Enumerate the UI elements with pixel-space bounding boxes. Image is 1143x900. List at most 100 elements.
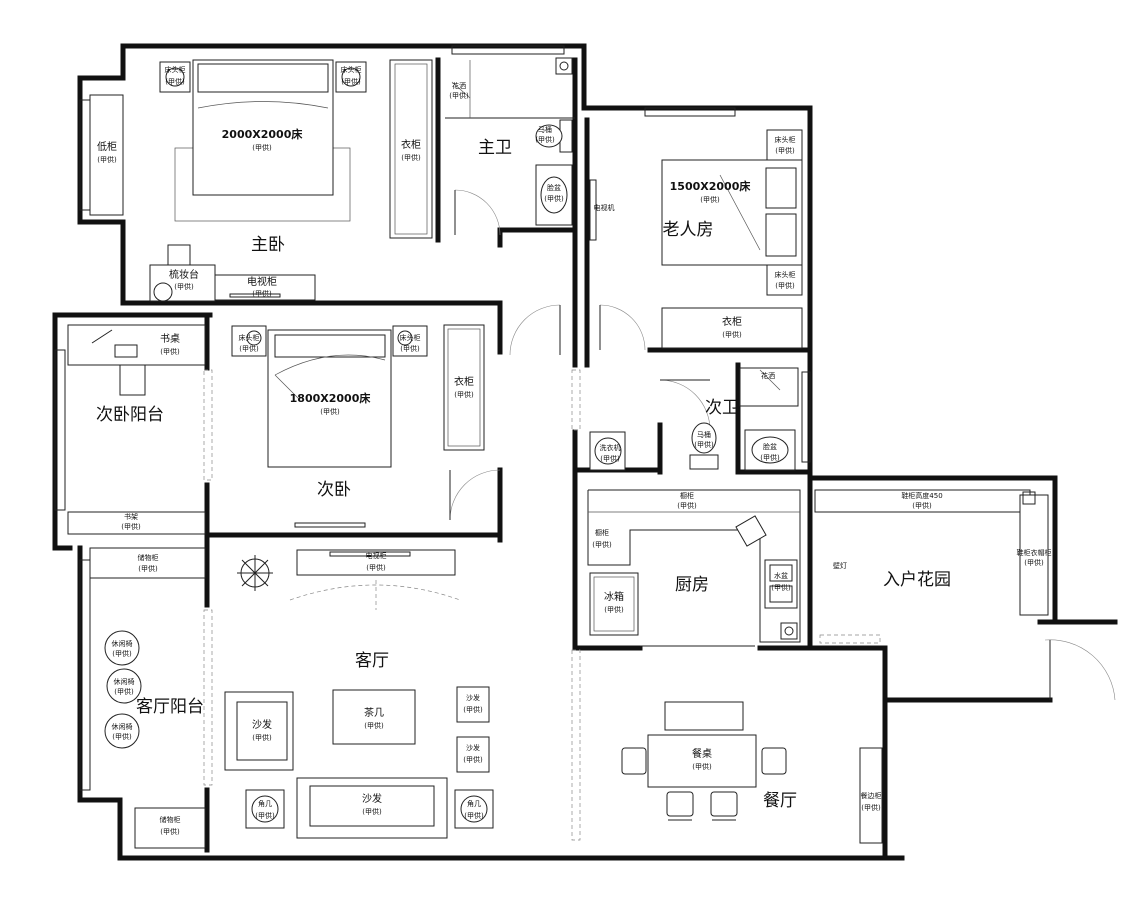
svg-text:(甲供): (甲供) — [239, 344, 259, 353]
svg-text:(甲供): (甲供) — [592, 540, 612, 549]
svg-text:(甲供): (甲供) — [771, 583, 791, 592]
chair — [710, 791, 738, 817]
lounge-chair — [106, 668, 142, 704]
svg-text:(甲供): (甲供) — [463, 755, 483, 764]
svg-text:休闲椅: 休闲椅 — [112, 639, 133, 648]
svg-text:书架: 书架 — [124, 512, 138, 521]
svg-text:洗衣机: 洗衣机 — [600, 443, 621, 452]
room-label: 老人房 — [663, 220, 714, 240]
sideboard — [859, 747, 883, 844]
room-label: 次卫 — [705, 398, 739, 418]
toilet — [689, 454, 719, 470]
svg-text:低柜: 低柜 — [97, 140, 117, 153]
living-balcony: 储物柜 (甲供) 休闲椅 (甲供) 休闲椅 (甲供) 休闲椅 (甲供) 客厅阳台… — [89, 547, 206, 849]
svg-text:(甲供): (甲供) — [775, 146, 795, 155]
svg-text:(甲供): (甲供) — [544, 194, 564, 203]
svg-text:衣柜: 衣柜 — [722, 315, 742, 328]
low-cabinet — [89, 94, 124, 216]
svg-text:(甲供): (甲供) — [1024, 558, 1044, 567]
walls — [52, 43, 1118, 861]
svg-text:(甲供): (甲供) — [112, 732, 132, 741]
dining-room: 餐桌 (甲供) 餐厅 餐边柜 (甲供) — [621, 701, 883, 844]
svg-text:休闲椅: 休闲椅 — [114, 677, 135, 686]
master-bedroom: 低柜 (甲供) 2000X2000床 (甲供) 床头柜 (甲供) 床头柜 (甲供… — [89, 59, 433, 302]
svg-text:(甲供): (甲供) — [366, 563, 386, 572]
svg-text:(甲供): (甲供) — [252, 143, 272, 152]
svg-text:床头柜: 床头柜 — [239, 333, 260, 342]
svg-text:(甲供): (甲供) — [364, 721, 384, 730]
doors — [449, 189, 1116, 701]
svg-text:(甲供): (甲供) — [760, 453, 780, 462]
svg-text:1500X2000床: 1500X2000床 — [670, 179, 752, 193]
svg-text:(甲供): (甲供) — [160, 347, 180, 356]
nightstand — [159, 61, 191, 93]
partition-hatching — [203, 369, 881, 841]
lounge-chair — [104, 630, 140, 666]
svg-text:(甲供): (甲供) — [454, 390, 474, 399]
svg-text:(甲供): (甲供) — [97, 155, 117, 164]
svg-text:马桶: 马桶 — [697, 430, 711, 439]
svg-text:休闲椅: 休闲椅 — [112, 722, 133, 731]
washbasin — [535, 164, 573, 226]
svg-text:餐桌: 餐桌 — [692, 747, 712, 760]
chair — [621, 747, 647, 775]
svg-text:花洒: 花洒 — [452, 81, 466, 90]
svg-text:床头柜: 床头柜 — [341, 65, 362, 74]
room-label: 客厅 — [355, 651, 389, 671]
svg-text:沙发: 沙发 — [466, 743, 480, 752]
nightstand — [335, 61, 367, 93]
svg-text:(甲供): (甲供) — [775, 281, 795, 290]
bed-second — [267, 329, 392, 468]
svg-text:(甲供): (甲供) — [114, 687, 134, 696]
dining-table — [647, 734, 757, 788]
svg-text:衣柜: 衣柜 — [401, 138, 421, 151]
svg-text:衣柜: 衣柜 — [454, 375, 474, 388]
second-bath: 洗衣机 (甲供) 马桶 (甲供) 花洒 脸盆 (甲供) 次卫 — [589, 367, 799, 471]
svg-text:(甲供): (甲供) — [464, 811, 484, 820]
second-balcony: 书桌 (甲供) 次卧阳台 书架 (甲供) — [67, 324, 206, 535]
svg-text:壁灯: 壁灯 — [833, 561, 847, 570]
svg-text:鞋柜衣帽柜: 鞋柜衣帽柜 — [1017, 548, 1052, 557]
svg-text:(甲供): (甲供) — [362, 807, 382, 816]
bed-elder — [661, 159, 803, 266]
svg-text:沙发: 沙发 — [252, 718, 272, 731]
svg-text:储物柜: 储物柜 — [138, 553, 159, 562]
svg-text:(甲供): (甲供) — [692, 762, 712, 771]
svg-text:(甲供): (甲供) — [677, 501, 697, 510]
svg-text:花洒: 花洒 — [761, 371, 775, 380]
nightstand — [766, 264, 803, 296]
chair — [666, 791, 694, 817]
svg-text:马桶: 马桶 — [538, 125, 552, 134]
shoe-wardrobe — [1019, 494, 1049, 616]
svg-text:梳妆台: 梳妆台 — [169, 268, 199, 281]
svg-text:(甲供): (甲供) — [700, 195, 720, 204]
svg-text:电视柜: 电视柜 — [247, 275, 277, 288]
svg-text:(甲供): (甲供) — [252, 733, 272, 742]
svg-text:1800X2000床: 1800X2000床 — [290, 391, 372, 405]
room-label: 厨房 — [675, 575, 709, 595]
svg-text:床头柜: 床头柜 — [775, 135, 796, 144]
stove — [735, 515, 767, 547]
room-label: 主卧 — [251, 235, 285, 255]
room-label: 次卧 — [317, 480, 351, 500]
bookshelf — [67, 511, 206, 535]
living-room: 电视柜 (甲供) 客厅 沙发 (甲供) 茶几 (甲供) 沙发 (甲供) 沙发 (… — [224, 549, 494, 839]
svg-text:(甲供): (甲供) — [255, 811, 275, 820]
sofa — [224, 691, 294, 771]
svg-text:(甲供): (甲供) — [694, 440, 714, 449]
svg-text:冰箱: 冰箱 — [604, 590, 624, 603]
elder-room: 1500X2000床 (甲供) 床头柜 (甲供) 床头柜 (甲供) 电视机 衣柜… — [589, 129, 803, 349]
wardrobe — [443, 324, 485, 451]
svg-text:(甲供): (甲供) — [320, 407, 340, 416]
svg-text:床头柜: 床头柜 — [165, 65, 186, 74]
room-label: 餐厅 — [763, 791, 797, 811]
room-label: 客厅阳台 — [136, 697, 204, 717]
svg-text:(甲供): (甲供) — [722, 330, 742, 339]
svg-text:(甲供): (甲供) — [138, 564, 158, 573]
room-label: 次卧阳台 — [96, 405, 164, 425]
svg-text:电视柜: 电视柜 — [366, 551, 387, 560]
svg-text:(甲供): (甲供) — [401, 153, 421, 162]
nightstand — [766, 129, 803, 161]
wardrobe — [661, 307, 803, 349]
tv-cabinet — [214, 274, 316, 301]
